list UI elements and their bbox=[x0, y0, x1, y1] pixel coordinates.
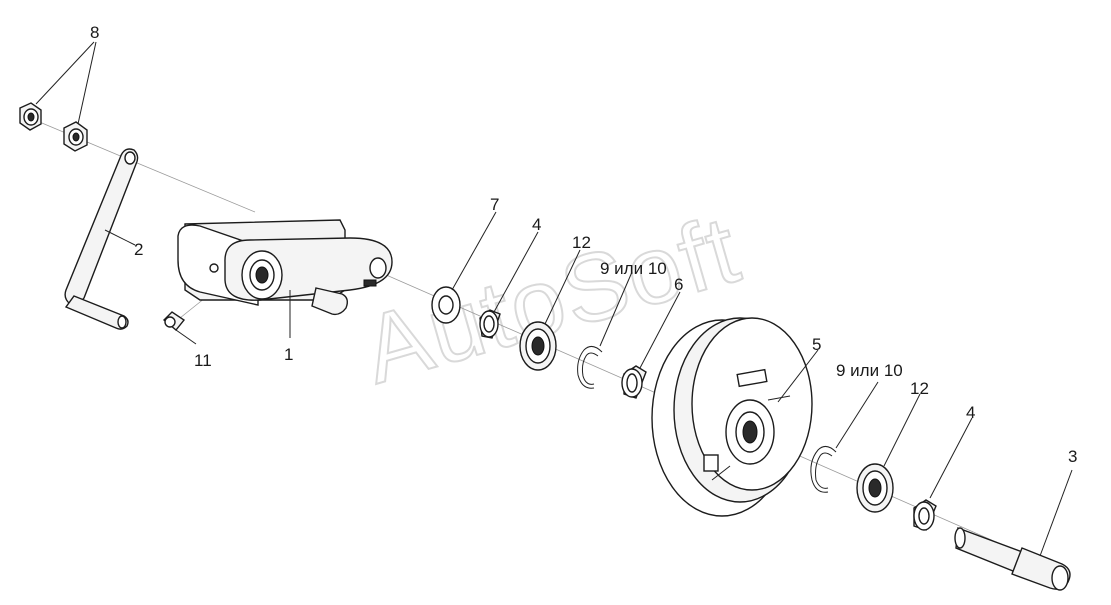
part-8-nut-inner bbox=[63, 121, 88, 152]
label-5: 5 bbox=[812, 335, 821, 354]
label-2: 2 bbox=[134, 240, 143, 259]
label-1: 1 bbox=[284, 345, 293, 364]
part-12-bearing-upper bbox=[519, 321, 557, 371]
part-9-snap-ring-lower bbox=[810, 446, 837, 493]
label-12-upper: 12 bbox=[572, 233, 591, 252]
label-9-or-10-lower: 9 или 10 bbox=[836, 361, 903, 380]
label-4-upper: 4 bbox=[532, 215, 541, 234]
label-8: 8 bbox=[90, 23, 99, 42]
part-9-snap-ring-upper bbox=[577, 346, 603, 389]
label-3: 3 bbox=[1068, 447, 1077, 466]
label-11: 11 bbox=[194, 351, 212, 370]
label-12-lower: 12 bbox=[910, 379, 929, 398]
part-8-nut-outer bbox=[19, 102, 42, 131]
part-11-grease-nipple bbox=[162, 311, 186, 331]
label-4-lower: 4 bbox=[966, 403, 975, 422]
label-6: 6 bbox=[674, 275, 683, 294]
part-7-washer bbox=[431, 286, 461, 324]
part-2-crank-lever bbox=[64, 148, 139, 330]
label-7: 7 bbox=[490, 195, 499, 214]
leader-lines bbox=[35, 41, 1073, 557]
part-3-axle-pin bbox=[954, 527, 1071, 591]
part-4-bushing-lower bbox=[913, 499, 937, 531]
part-4-bushing-upper bbox=[479, 309, 501, 339]
part-1-bracket-housing bbox=[177, 219, 393, 316]
part-5-pulley bbox=[651, 317, 813, 517]
callout-labels: 8 2 1 11 7 4 12 9 или 10 6 5 9 или 10 12… bbox=[90, 23, 1077, 466]
label-9-or-10-upper: 9 или 10 bbox=[600, 259, 667, 278]
part-12-bearing-lower bbox=[856, 463, 894, 513]
part-6-bushing bbox=[621, 365, 647, 399]
